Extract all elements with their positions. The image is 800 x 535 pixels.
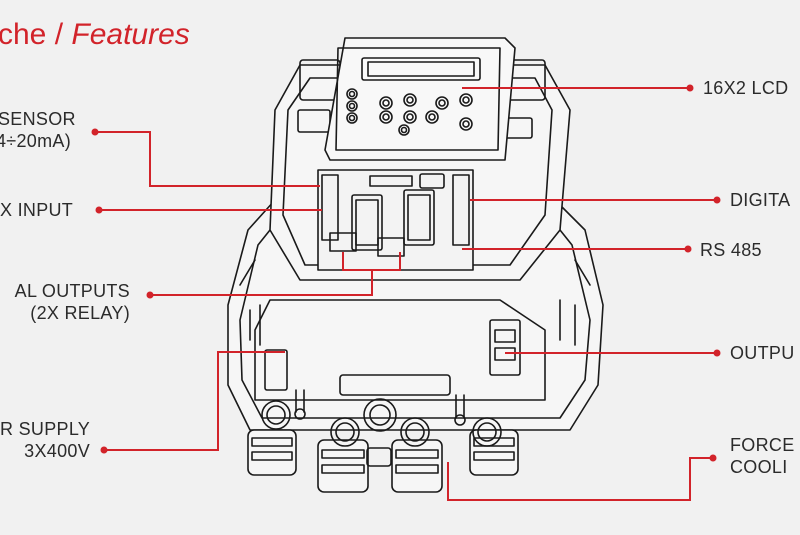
label-outpu: OUTPU (730, 343, 795, 363)
label-x-input: X INPUT (0, 200, 74, 220)
leader-dot-outpu (713, 349, 721, 357)
label-cooli: COOLI (730, 457, 788, 477)
leader-dot-x-input (95, 206, 103, 214)
label-al-outputs-line2: (2X RELAY) (30, 303, 130, 323)
label-sensor-line2: 4÷20mA) (0, 131, 72, 151)
leader-dot-outputs (146, 291, 154, 299)
label-supply-line1: R SUPPLY (0, 419, 91, 439)
cable-glands (247, 429, 519, 493)
label-digita: DIGITA (730, 190, 791, 210)
title-features: Features (71, 18, 190, 51)
pcb-board (317, 169, 474, 271)
label-supply: R SUPPLY 3X400V (0, 418, 90, 462)
leader-sensor (95, 131, 320, 187)
keypad-buttons (346, 88, 473, 136)
label-force: FORCE (730, 435, 795, 455)
label-supply-line2: 3X400V (24, 441, 90, 461)
label-al-outputs-line1: AL OUTPUTS (14, 281, 130, 301)
leader-dot-rs485 (684, 245, 692, 253)
leader-outputs (150, 270, 373, 296)
label-rs485: RS 485 (700, 240, 762, 260)
lcd-screen (361, 57, 481, 81)
leader-supply (104, 351, 285, 451)
label-al-outputs: AL OUTPUTS (2X RELAY) (0, 280, 130, 324)
label-sensor: SENSOR 4÷20mA) (0, 108, 76, 152)
leader-dot-cooling (709, 454, 717, 462)
leader-outputs-bracket (342, 252, 401, 271)
title-prefix: che / (0, 18, 72, 51)
leader-dot-lcd (686, 84, 694, 92)
page-title: che / Features (0, 18, 190, 52)
label-sensor-line1: SENSOR (0, 109, 76, 129)
leader-dot-supply (100, 446, 108, 454)
leader-dot-sensor (91, 128, 99, 136)
leader-cooling (447, 457, 713, 501)
leader-dot-digita (713, 196, 721, 204)
label-lcd: 16X2 LCD (703, 78, 789, 98)
label-force-cooling: FORCE COOLI (730, 434, 795, 478)
